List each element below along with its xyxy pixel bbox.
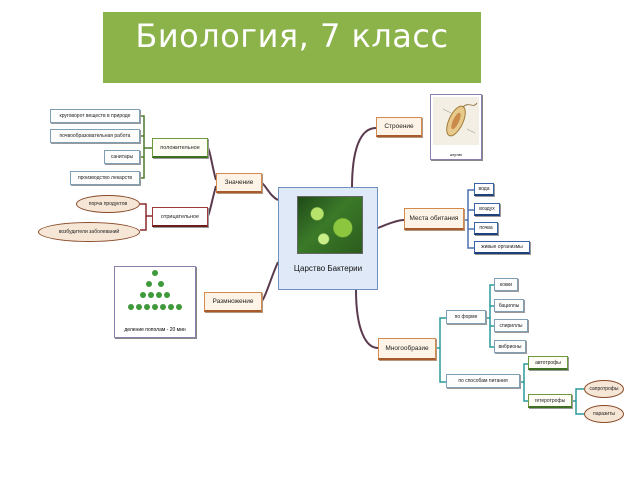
structure-caption: жгутик [450,152,462,157]
shape-item-vibrio: вибрионы [494,340,526,353]
reproduction-caption: деление пополам - 20 мин [124,327,186,333]
negative-item-diseases: возбудители заболеваний [38,222,140,242]
significance-negative: отрицательное [152,207,208,227]
positive-item-soil: почвообразовательная работа [50,129,140,143]
page-title: Биология, 7 класс [135,17,449,55]
positive-item-medicine: производство лекарств [70,171,140,185]
diversity-by-nutrition: по способам питания [446,374,520,388]
bacterium-diagram-icon [433,97,479,145]
significance-positive: положительное [152,138,208,158]
branch-diversity: Многообразие [378,338,436,360]
heterotroph-item-parasites: паразиты [584,405,624,423]
branch-habitat: Места обитания [404,208,464,230]
habitat-item-organisms: живые организмы [474,241,530,254]
reproduction-image: деление пополам - 20 мин [114,266,196,338]
diversity-by-shape: по форме [446,310,486,324]
habitat-item-water: вода [474,183,494,196]
positive-item-sanitary: санитары [104,150,140,164]
center-label: Царство Бактерии [293,264,363,273]
branch-reproduction: Размножение [204,292,262,312]
cell-division-icon [128,270,182,310]
shape-item-cocci: кокки [494,278,518,291]
nutrition-autotrophs: автотрофы [528,356,568,370]
habitat-item-soil: почва [474,222,498,235]
branch-significance: Значение [216,173,262,193]
structure-image: жгутик [430,94,482,160]
center-node: Царство Бактерии [278,187,378,290]
title-banner: Биология, 7 класс [103,12,481,83]
positive-item-cycle: круговорот веществ в природе [50,109,140,123]
heterotroph-item-saprotrophs: сапротрофы [584,380,624,398]
shape-item-bacilli: бациллы [494,299,524,312]
habitat-item-air: воздух [474,203,500,216]
shape-item-spirilla: спириллы [494,319,528,332]
bacteria-image [297,196,363,254]
nutrition-heterotrophs: гетеротрофы [528,394,572,408]
negative-item-spoilage: порча продуктов [76,195,140,213]
branch-structure: Строение [376,117,422,137]
